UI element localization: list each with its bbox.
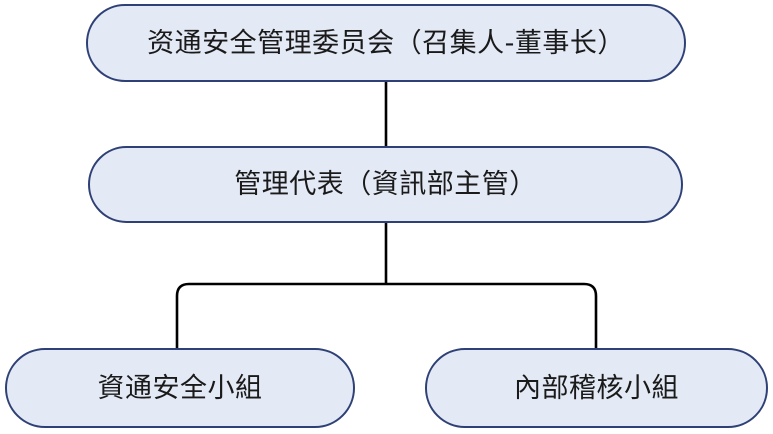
node-internal-audit-team[interactable]: 內部稽核小組 [425, 348, 768, 428]
node-committee[interactable]: 资通安全管理委员会（召集人-董事长） [86, 4, 686, 82]
node-management-representative-label: 管理代表（資訊部主管） [234, 169, 537, 200]
node-internal-audit-team-label: 內部稽核小組 [514, 372, 679, 404]
node-committee-label: 资通安全管理委员会（召集人-董事长） [147, 27, 625, 59]
node-security-team[interactable]: 資通安全小組 [5, 348, 355, 428]
node-security-team-label: 資通安全小組 [97, 372, 263, 404]
connector-branch-bar [175, 282, 598, 349]
node-management-representative[interactable]: 管理代表（資訊部主管） [88, 146, 683, 223]
